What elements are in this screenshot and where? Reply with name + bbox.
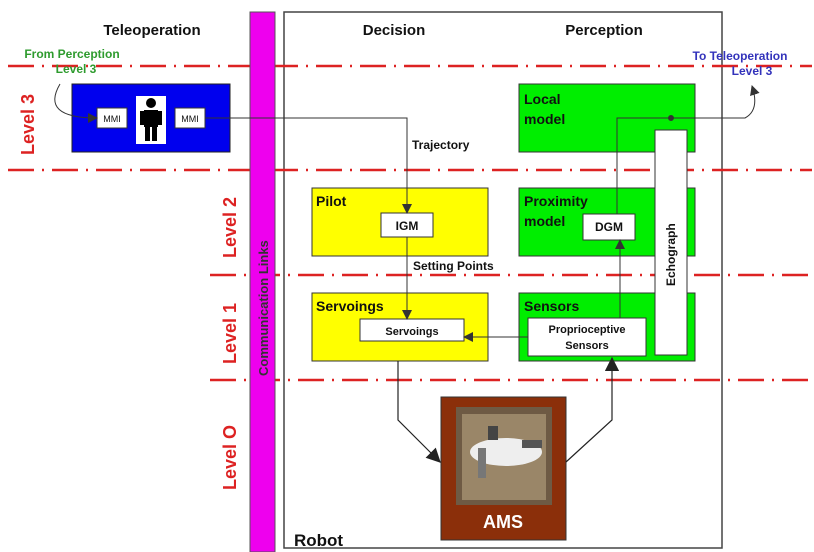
ams-label: AMS (483, 512, 523, 532)
from-perception-line1: From Perception (24, 47, 119, 61)
sensors-label: Sensors (524, 298, 579, 314)
mmi-right-label: MMI (181, 114, 199, 124)
communication-links-label: Communication Links (256, 240, 271, 376)
column-decision: Decision (363, 22, 426, 39)
proximity-line1: Proximity (524, 193, 588, 209)
robot-frame (283, 11, 723, 549)
level-3-label: Level 3 (18, 94, 38, 155)
servoings-title: Servoings (316, 298, 384, 314)
level-1-label: Level 1 (220, 303, 240, 364)
column-perception: Perception (565, 22, 643, 39)
level-0-label: Level O (220, 425, 240, 490)
trajectory-arrow (205, 117, 412, 214)
local-model-line2: model (524, 111, 565, 127)
echograph-label: Echograph (664, 223, 678, 286)
mmi-left-label: MMI (103, 114, 121, 124)
ams-to-sensors-arrow (565, 356, 620, 463)
pilot-block (311, 187, 489, 257)
trajectory-label: Trajectory (412, 138, 470, 152)
ams-robot-image (456, 407, 552, 505)
robot-label: Robot (294, 531, 343, 550)
proprio-line1: Proprioceptive (548, 324, 625, 336)
from-perception-line2: Level 3 (56, 62, 97, 76)
operator-person-icon (136, 96, 166, 144)
pilot-label: Pilot (316, 193, 347, 209)
communication-links-bar (249, 11, 276, 552)
dgm-label: DGM (595, 220, 623, 234)
servoings-inner-box (359, 318, 465, 342)
setting-points-label: Setting Points (413, 259, 494, 273)
dgm-box (582, 213, 636, 241)
from-perception-arrow (54, 83, 98, 123)
column-teleoperation: Teleoperation (103, 22, 200, 39)
dgm-to-local-line (616, 85, 760, 214)
connections (54, 83, 760, 342)
proprio-line2: Sensors (565, 340, 608, 352)
to-teleoperation-line2: Level 3 (732, 64, 773, 78)
igm-label: IGM (396, 219, 419, 233)
level-2-label: Level 2 (220, 197, 240, 258)
proprioceptive-box (527, 317, 647, 357)
to-teleoperation-line1: To Teleoperation (693, 49, 788, 63)
proximity-line2: model (524, 213, 565, 229)
echograph-box (654, 129, 688, 356)
servoings-to-ams-arrow (397, 361, 441, 463)
local-model-line1: Local (524, 91, 561, 107)
servoings-inner-label: Servoings (385, 326, 438, 338)
